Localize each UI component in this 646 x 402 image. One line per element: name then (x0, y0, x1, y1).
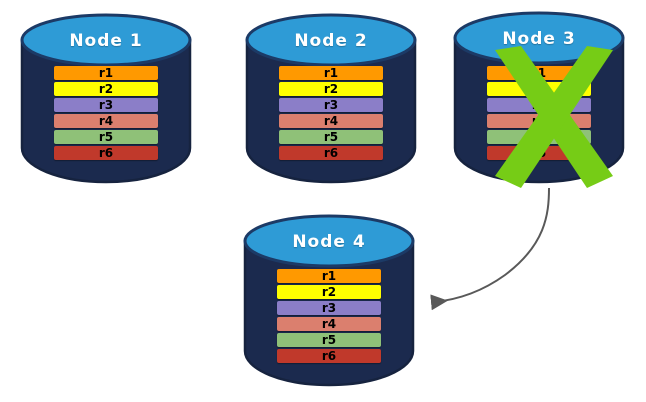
row-r2[interactable]: r2 (279, 82, 383, 96)
row-r1[interactable]: r1 (279, 66, 383, 80)
row-r5[interactable]: r5 (277, 333, 381, 347)
row-r6[interactable]: r6 (279, 146, 383, 160)
row-r6[interactable]: r6 (277, 349, 381, 363)
row-r5[interactable]: r5 (54, 130, 158, 144)
node-4-rows: r1 r2 r3 r4 r5 r6 (277, 269, 381, 363)
row-r5[interactable]: r5 (279, 130, 383, 144)
row-r3[interactable]: r3 (277, 301, 381, 315)
row-r1[interactable]: r1 (277, 269, 381, 283)
node-2[interactable]: Node 2 r1 r2 r3 r4 r5 r6 (245, 10, 417, 186)
row-r4[interactable]: r4 (54, 114, 158, 128)
node-1-rows: r1 r2 r3 r4 r5 r6 (54, 66, 158, 160)
row-r3[interactable]: r3 (279, 98, 383, 112)
row-r2[interactable]: r2 (54, 82, 158, 96)
row-r3[interactable]: r3 (54, 98, 158, 112)
node-4[interactable]: Node 4 r1 r2 r3 r4 r5 r6 (243, 211, 415, 389)
row-r1[interactable]: r1 (54, 66, 158, 80)
node-2-rows: r1 r2 r3 r4 r5 r6 (279, 66, 383, 160)
row-r4[interactable]: r4 (277, 317, 381, 331)
row-r6[interactable]: r6 (54, 146, 158, 160)
node-1[interactable]: Node 1 r1 r2 r3 r4 r5 r6 (20, 10, 192, 186)
row-r2[interactable]: r2 (277, 285, 381, 299)
row-r4[interactable]: r4 (279, 114, 383, 128)
